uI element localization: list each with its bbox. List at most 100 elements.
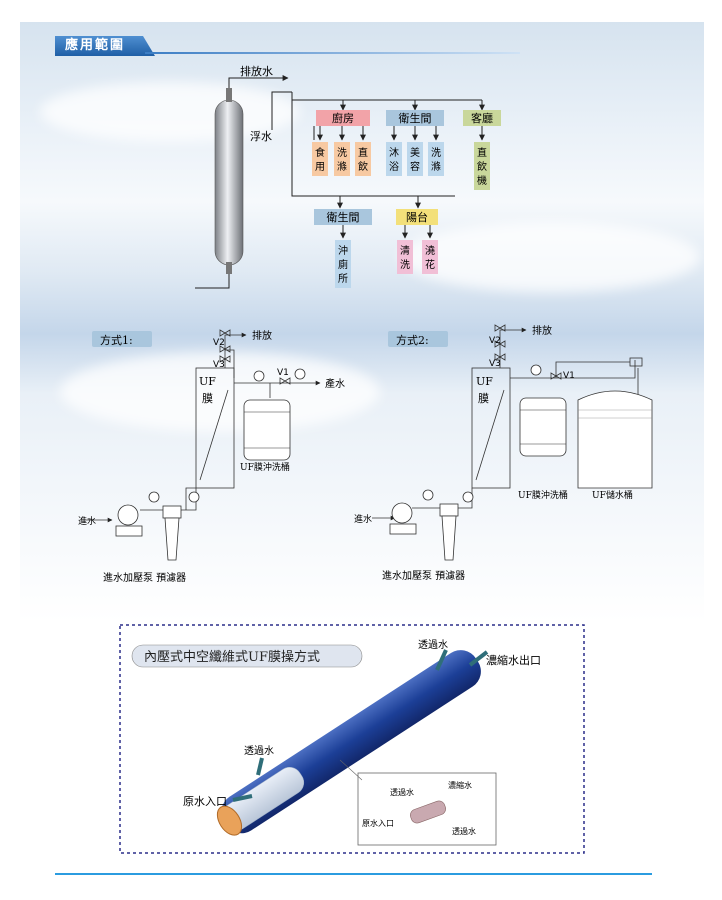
child-water-flowers: 澆 花 [422,240,438,274]
svg-text:方式1:: 方式1: [100,333,133,347]
mode1-caption: 進水加壓泵 預濾器 [103,571,186,584]
svg-text:沐: 沐 [389,146,399,159]
svg-text:洗: 洗 [400,259,410,271]
svg-text:美: 美 [410,146,420,159]
inset-concentrate: 濃縮水 [448,780,472,790]
svg-text:廁: 廁 [338,258,348,271]
box-bathroom-2: 衛生間 [314,209,372,225]
mode1-product: 產水 [325,377,345,390]
child-wash: 洗 滌 [334,142,350,176]
top-flow-lines [195,75,485,289]
mode1-tank-label: UF膜沖洗桶 [240,461,290,473]
mode1-prefilter [162,505,182,561]
float-label: 浮水 [250,130,272,143]
mode1-inlet: 進水 [78,515,96,527]
child-edible: 食 用 [312,142,328,176]
mode1-v3: V3 [213,360,225,370]
mode2-v1: V1 [563,371,575,381]
mode1-v1: V1 [277,368,289,378]
uf-column [214,88,244,274]
section-title: 應用範圍 [55,36,155,56]
svg-text:客廳: 客廳 [471,111,493,125]
fiber-raw-in: 原水入口 [183,795,227,808]
svg-text:方式2:: 方式2: [396,333,429,347]
svg-text:澆: 澆 [425,244,435,257]
mode2-v2: V2 [489,336,501,346]
fiber-arrows [232,649,489,802]
mode2-gauges [422,364,542,503]
svg-text:直: 直 [477,146,487,159]
fiber-inset [339,759,497,846]
fiber-concentrate-out: 濃縮水出口 [486,653,541,667]
svg-text:洗: 洗 [431,147,441,159]
inset-permeate: 透過水 [390,787,414,797]
cloud [60,352,380,432]
mode2-inlet: 進水 [354,513,372,525]
cloud [400,222,700,292]
fiber-permeate-left: 透過水 [244,745,274,757]
mode1-lines [82,332,321,523]
drain-label: 排放水 [240,64,273,78]
svg-text:花: 花 [425,258,435,271]
svg-text:機: 機 [477,174,487,187]
svg-text:廚房: 廚房 [332,111,354,125]
cloud [40,82,300,142]
mode1-uf: UF [199,375,216,388]
mode1-flush-tank [243,399,291,461]
mode1-membrane: 膜 [202,392,213,405]
svg-text:陽台: 陽台 [406,210,428,224]
mode2-tank2-label: UF儲水桶 [592,489,633,501]
child-toilet: 沖 廁 所 [335,240,351,288]
svg-text:衛生間: 衛生間 [399,111,432,125]
svg-text:衛生間: 衛生間 [327,210,360,224]
svg-text:沖: 沖 [338,244,348,257]
mode2-storage-tank [577,390,653,489]
child-bath: 沐 浴 [386,142,402,176]
svg-text:飲: 飲 [358,160,368,173]
fiber-frame [119,624,585,854]
box-balcony: 陽台 [396,209,438,225]
mode1-gauges [148,368,306,503]
mode2-label: 方式2: [388,331,448,347]
mode2-drain: 排放 [532,324,552,337]
svg-text:內壓式中空纖維式UF膜操方式: 內壓式中空纖維式UF膜操方式 [144,649,320,665]
fiber-tube [216,650,481,836]
mode2-pump [389,502,417,535]
mode1-label: 方式1: [92,331,152,347]
svg-text:直: 直 [358,146,368,159]
box-living-room: 客廳 [463,110,501,126]
mode2-flush-tank [519,397,567,457]
inset-raw: 原水入口 [362,818,394,828]
title-underline [145,52,520,54]
mode1-v2: V2 [213,338,225,348]
child-wash2: 洗 滌 [428,142,444,176]
svg-text:清: 清 [400,244,410,257]
mode2-valves [494,324,643,380]
svg-text:洗: 洗 [337,147,347,159]
svg-text:滌: 滌 [431,160,441,173]
svg-text:飲: 飲 [477,160,487,173]
fiber-permeate-top: 透過水 [418,639,448,651]
box-bathroom: 衛生間 [386,110,444,126]
svg-text:滌: 滌 [337,160,347,173]
mode1-valves [219,329,291,385]
mode2-tank1-label: UF膜沖洗桶 [518,489,568,501]
mode2-membrane: 膜 [478,392,489,405]
mode1-pump [115,504,143,537]
child-clean: 清 洗 [397,240,413,274]
svg-text:用: 用 [315,162,325,173]
svg-text:浴: 浴 [389,161,399,173]
inset-permeate2: 透過水 [452,826,476,836]
mode2-v3: V3 [489,359,501,369]
svg-text:容: 容 [410,160,420,173]
child-drink-machine: 直 飲 機 [474,142,490,190]
svg-text:食: 食 [315,146,325,159]
mode2-caption: 進水加壓泵 預濾器 [382,569,465,582]
fiber-title-badge: 內壓式中空纖維式UF膜操方式 [131,644,363,668]
mode2-prefilter [439,503,459,561]
mode2-uf: UF [476,375,493,388]
mode1-drain: 排放 [252,329,272,342]
bottom-rule [55,873,652,875]
svg-text:所: 所 [338,273,348,285]
